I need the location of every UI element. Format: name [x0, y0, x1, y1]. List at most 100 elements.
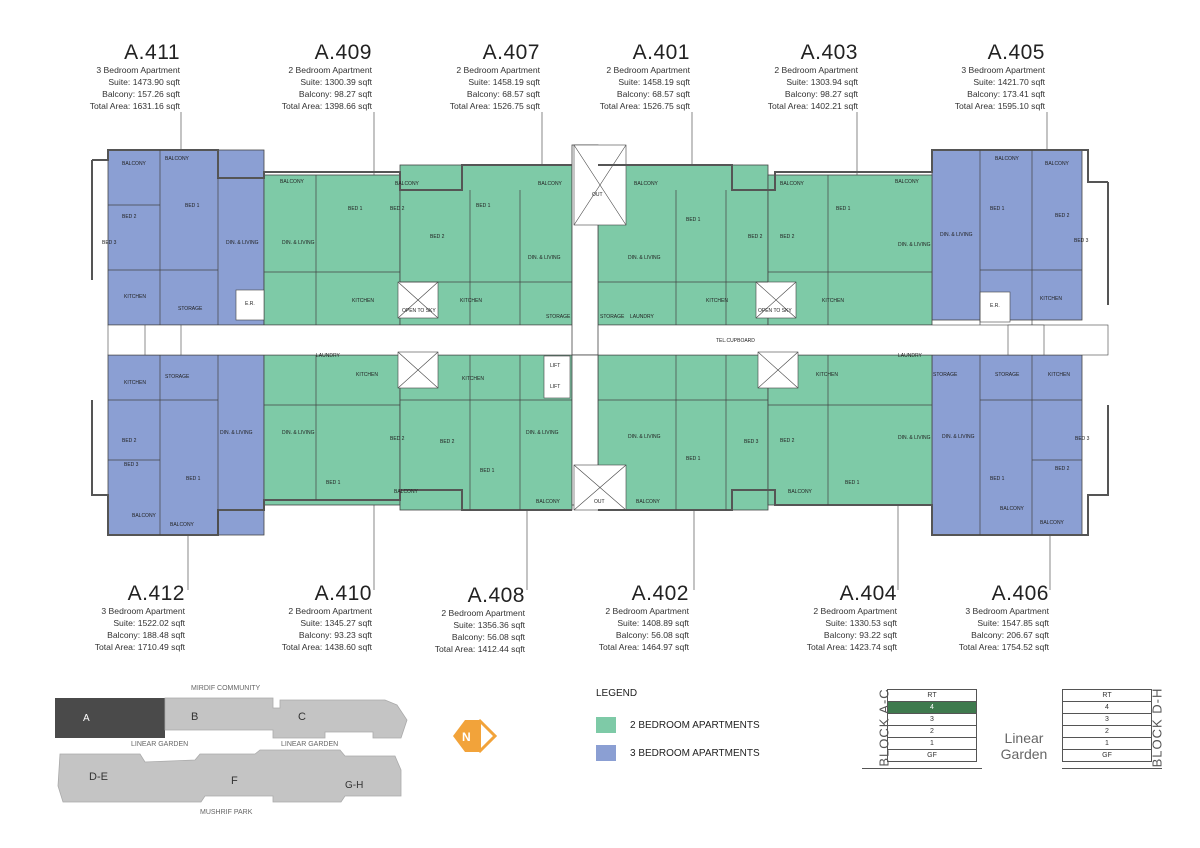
- room-label: BED 2: [122, 438, 137, 444]
- room-label: BED 2: [122, 214, 137, 220]
- room-label: BALCONY: [1000, 506, 1025, 512]
- room-label: BALCONY: [788, 489, 813, 495]
- unit-code: A.403: [800, 41, 858, 64]
- unit-label-a401: A.401 2 Bedroom Apartment Suite: 1458.19…: [490, 42, 690, 112]
- room-label: BED 1: [845, 480, 860, 486]
- room-label: BED 2: [748, 234, 763, 240]
- wall: [91, 400, 572, 536]
- block-label-d-h: BLOCK D-H: [1149, 687, 1165, 768]
- key-block-bc: [164, 697, 408, 739]
- unit-suite: Suite: 1421.70 sqft: [973, 77, 1045, 87]
- unit-balcony: Balcony: 173.41 sqft: [967, 89, 1045, 99]
- key-label-community: MIRDIF COMMUNITY: [191, 685, 261, 692]
- floor-stack-left: RT 4 3 2 1 GF: [887, 689, 977, 762]
- floor-1: 1: [1062, 737, 1152, 750]
- legend-swatch-blue: [596, 745, 616, 761]
- room-label: BALCONY: [394, 489, 419, 495]
- key-label-linear-1: LINEAR GARDEN: [131, 741, 188, 748]
- unit-suite: Suite: 1408.89 sqft: [617, 618, 689, 628]
- legend-item-3br: 3 BEDROOM APARTMENTS: [596, 739, 760, 767]
- shaft-line: [397, 281, 439, 319]
- floor-gf: GF: [1062, 749, 1152, 762]
- room-label: BED 2: [390, 206, 405, 212]
- floor-3: 3: [887, 713, 977, 726]
- room-label: BED 2: [440, 439, 455, 445]
- unit-label-a408: A.408 2 Bedroom Apartment Suite: 1356.36…: [325, 585, 525, 655]
- key-label-park: MUSHRIF PARK: [200, 809, 253, 816]
- floor-2: 2: [1062, 725, 1152, 738]
- floor-4-active: 4: [887, 701, 977, 714]
- unit-total: Total Area: 1398.66 sqft: [281, 101, 372, 111]
- room-label: BED 1: [836, 206, 851, 212]
- room-label: DIN. & LIVING: [220, 430, 253, 436]
- room-label: DIN. & LIVING: [940, 232, 973, 238]
- unit-balcony: Balcony: 93.22 sqft: [823, 630, 897, 640]
- room-label: BALCONY: [780, 181, 805, 187]
- unit-area-a402: [597, 354, 769, 511]
- unit-type: 2 Bedroom Apartment: [288, 606, 372, 616]
- room-label: OUT: [594, 499, 605, 505]
- unit-balcony: Balcony: 56.08 sqft: [615, 630, 689, 640]
- room-label: BED 3: [124, 462, 139, 468]
- unit-type: 3 Bedroom Apartment: [96, 65, 180, 75]
- room-label: BALCONY: [165, 156, 190, 162]
- floor-stack-right: RT 4 3 2 1 GF: [1062, 689, 1152, 762]
- room-label: DIN. & LIVING: [898, 435, 931, 441]
- room-label: BALCONY: [636, 499, 661, 505]
- unit-area-a405: [931, 149, 1083, 321]
- floor-4: 4: [1062, 701, 1152, 714]
- unit-type: 2 Bedroom Apartment: [774, 65, 858, 75]
- unit-total: Total Area: 1402.21 sqft: [767, 101, 858, 111]
- unit-label-a402: A.402 2 Bedroom Apartment Suite: 1408.89…: [489, 583, 689, 653]
- two-bedroom-areas: [263, 164, 933, 511]
- legend-title: LEGEND: [596, 688, 638, 699]
- stack-baseline-left: [862, 768, 982, 769]
- room-label: BED 3: [102, 240, 117, 246]
- room-label: KITCHEN: [356, 372, 378, 378]
- unit-balcony: Balcony: 98.27 sqft: [298, 89, 372, 99]
- unit-balcony: Balcony: 56.08 sqft: [451, 632, 525, 642]
- unit-label-a411: A.411 3 Bedroom Apartment Suite: 1473.90…: [0, 42, 180, 112]
- room-label: BALCONY: [395, 181, 420, 187]
- unit-suite: Suite: 1473.90 sqft: [108, 77, 180, 87]
- room-label: BALCONY: [634, 181, 659, 187]
- north-chevron: [477, 718, 498, 754]
- unit-type: 3 Bedroom Apartment: [101, 606, 185, 616]
- partitions: [108, 150, 1082, 535]
- stair-west: [144, 324, 182, 356]
- room-label: DIN. & LIVING: [528, 255, 561, 261]
- room-label: LIFT: [550, 363, 560, 369]
- unit-area-a409: [263, 174, 401, 326]
- room-label: BED 2: [1055, 466, 1070, 472]
- room-label: LIFT: [550, 384, 560, 390]
- unit-total: Total Area: 1526.75 sqft: [599, 101, 690, 111]
- room-label: E.R.: [245, 301, 255, 307]
- floor-rt: RT: [887, 689, 977, 702]
- unit-label-a410: A.410 2 Bedroom Apartment Suite: 1345.27…: [172, 583, 372, 653]
- shaft-line: [757, 351, 799, 389]
- unit-total: Total Area: 1526.75 sqft: [449, 101, 540, 111]
- room-label: KITCHEN: [706, 298, 728, 304]
- unit-total: Total Area: 1412.44 sqft: [434, 644, 525, 654]
- room-label: BALCONY: [895, 179, 920, 185]
- unit-total: Total Area: 1710.49 sqft: [94, 642, 185, 652]
- room-label: DIN. & LIVING: [526, 430, 559, 436]
- unit-label-a412: A.412 3 Bedroom Apartment Suite: 1522.02…: [0, 583, 185, 653]
- room-label: DIN. & LIVING: [942, 434, 975, 440]
- unit-total: Total Area: 1423.74 sqft: [806, 642, 897, 652]
- key-block-label-a: A: [83, 713, 90, 724]
- north-label: N: [462, 730, 471, 744]
- room-label: STORAGE: [933, 372, 958, 378]
- room-label: BED 1: [326, 480, 341, 486]
- room-label: BALCONY: [280, 179, 305, 185]
- room-label: BED 1: [476, 203, 491, 209]
- room-label: KITCHEN: [1048, 372, 1070, 378]
- key-block-label-f: F: [231, 775, 238, 787]
- key-block-label-de: D-E: [89, 771, 108, 783]
- unit-type: 3 Bedroom Apartment: [965, 606, 1049, 616]
- key-block-def: [57, 749, 402, 803]
- room-label: KITCHEN: [460, 298, 482, 304]
- wall: [598, 405, 1109, 536]
- unit-label-a406: A.406 3 Bedroom Apartment Suite: 1547.85…: [849, 583, 1049, 653]
